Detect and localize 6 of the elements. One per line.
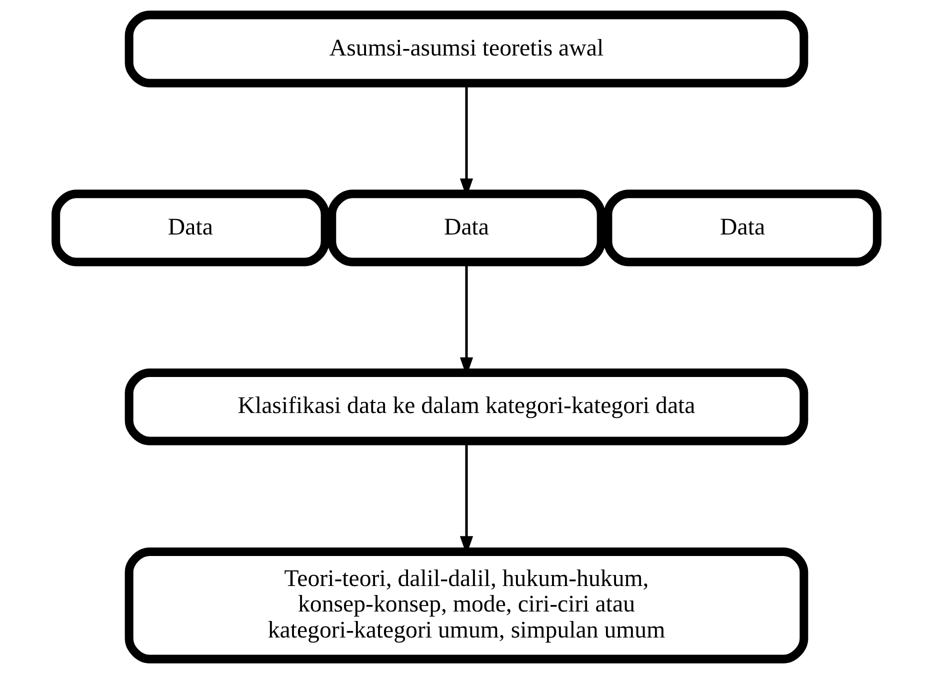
node-box: Data	[52, 190, 330, 266]
node-box: Klasifikasi data ke dalam kategori-kategori data	[124, 368, 808, 446]
node-box: Data	[328, 190, 606, 266]
node-box: Teori-teori, dalil-dalil, hukum-hukum, konsep-konsep, mode, ciri-ciri atau kategori-kategori umum, simpulan umum	[124, 547, 808, 664]
node-box: Asumsi-asumsi teoretis awal	[124, 10, 808, 88]
node-box: Data	[604, 190, 882, 266]
